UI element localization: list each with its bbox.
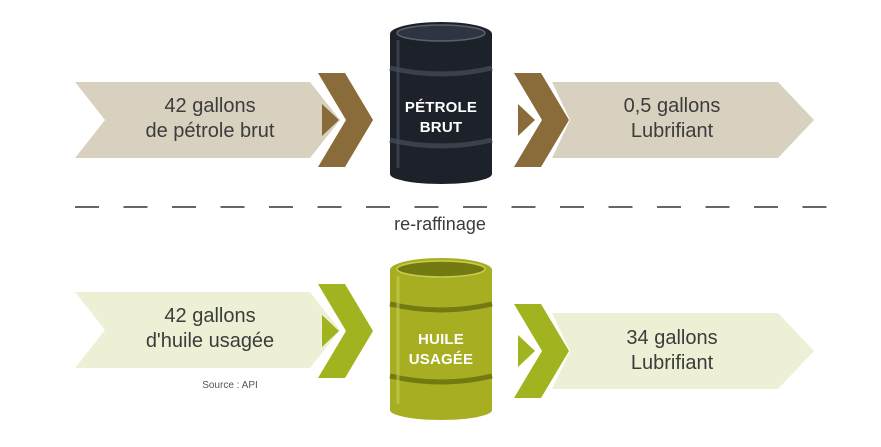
crude-output-description: Lubrifiant [630,120,714,142]
crude-output-arrow [552,82,814,158]
used-barrel-label: HUILE USAGÉE [396,330,486,370]
used-barrel-label-line2: USAGÉE [408,351,474,368]
used-output-label: 34 gallons Lubrifiant [572,326,772,376]
crude-input-arrow [75,82,340,158]
crude-output-chevron [514,73,569,167]
used-barrel-label-line1: HUILE [418,331,464,348]
used-output-quantity: 34 gallons [626,327,718,349]
crude-barrel-label: PÉTROLE BRUT [396,98,486,138]
crude-barrel-label-line1: PÉTROLE [404,99,478,116]
used-oil-barrel-icon [389,258,493,420]
crude-output-label: 0,5 gallons Lubrifiant [572,94,772,144]
crude-input-label: 42 gallons de pétrole brut [110,94,310,144]
divider-label: re-raffinage [394,214,486,234]
source-note: Source : API [202,380,258,391]
used-input-chevron [318,284,373,378]
used-output-description: Lubrifiant [630,352,714,374]
used-input-arrow [75,292,340,368]
crude-input-chevron [318,73,373,167]
crude-output-quantity: 0,5 gallons [623,95,721,117]
crude-input-description: de pétrole brut [145,120,275,142]
used-output-arrow [552,313,814,389]
crude-input-small-triangle [322,104,339,136]
used-input-small-triangle [322,315,339,347]
crude-output-small-triangle [518,104,535,136]
used-input-description: d'huile usagée [145,330,275,352]
used-input-label: 42 gallons d'huile usagée [110,304,310,354]
used-output-chevron [514,304,569,398]
crude-oil-barrel-icon [389,22,493,184]
used-input-quantity: 42 gallons [164,305,256,327]
crude-barrel-label-line2: BRUT [419,119,463,136]
crude-input-quantity: 42 gallons [164,95,256,117]
used-output-small-triangle [518,335,535,367]
